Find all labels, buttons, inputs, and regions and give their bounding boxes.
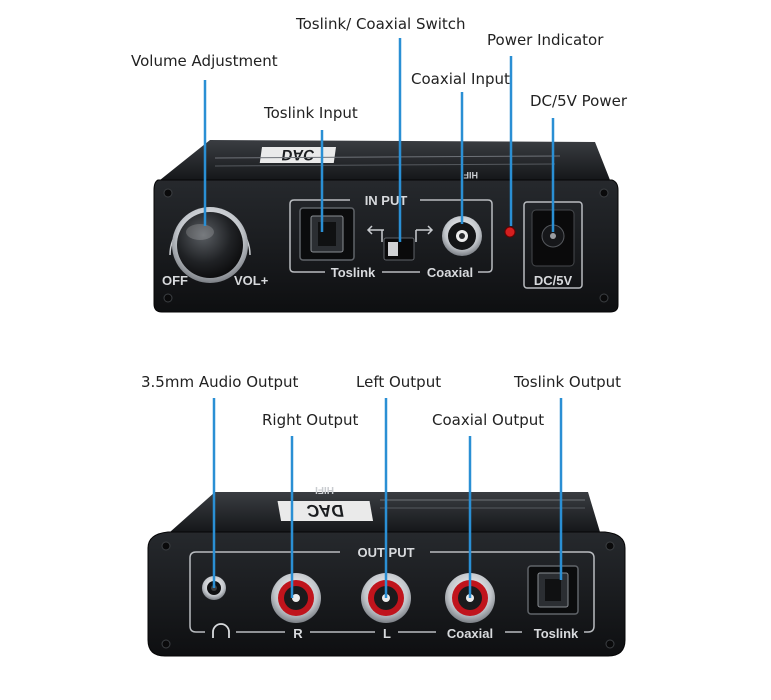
volume-knob[interactable] bbox=[169, 207, 251, 283]
callout-lines bbox=[203, 38, 563, 598]
input-coaxial-label: Coaxial bbox=[427, 265, 473, 280]
right-output-label: R bbox=[293, 626, 303, 641]
input-panel: IN PUT Toslink Coaxial bbox=[289, 193, 493, 280]
front-unit: DAC HIFI OFF VOL+ IN PUT Toslink Coaxial bbox=[153, 140, 619, 313]
back-hifi-text: HIFI bbox=[315, 484, 334, 495]
front-brand-text: DAC bbox=[281, 146, 316, 163]
dc-label: DC/5V bbox=[534, 273, 573, 288]
input-toslink-label: Toslink bbox=[331, 265, 376, 280]
toslink-input-label: Toslink Input bbox=[264, 104, 358, 122]
toslink-output-label: Toslink bbox=[534, 626, 579, 641]
dc-power-jack[interactable]: DC/5V bbox=[523, 201, 583, 289]
toslink-output-callout-label: Toslink Output bbox=[514, 373, 622, 391]
switch-label: Toslink/ Coaxial Switch bbox=[296, 15, 466, 33]
coaxial-input-port[interactable] bbox=[442, 216, 482, 256]
front-off-label: OFF bbox=[162, 273, 188, 288]
headphone-icon bbox=[212, 623, 230, 638]
coaxial-input-label: Coaxial Input bbox=[411, 70, 510, 88]
power-led bbox=[504, 226, 516, 238]
toslink-input-port[interactable] bbox=[299, 207, 355, 261]
back-brand-text: DAC bbox=[305, 501, 345, 521]
front-brand-plate: DAC bbox=[259, 146, 336, 163]
front-hifi-text: HIFI bbox=[461, 170, 478, 180]
switch-arrows-icon bbox=[366, 225, 434, 242]
input-panel-title: IN PUT bbox=[365, 193, 408, 208]
right-output-port[interactable] bbox=[271, 573, 321, 623]
right-output-callout-label: Right Output bbox=[262, 411, 359, 429]
left-output-callout-label: Left Output bbox=[356, 373, 442, 391]
output-panel bbox=[189, 551, 595, 633]
front-volplus-label: VOL+ bbox=[234, 273, 269, 288]
audio-35mm-label: 3.5mm Audio Output bbox=[141, 373, 299, 391]
power-indicator-label: Power Indicator bbox=[487, 31, 604, 49]
back-brand-plate: DAC bbox=[277, 501, 374, 521]
toslink-output-port[interactable] bbox=[527, 565, 579, 615]
left-output-label: L bbox=[383, 626, 391, 641]
coaxial-output-label: Coaxial bbox=[447, 626, 493, 641]
volume-adjustment-label: Volume Adjustment bbox=[131, 52, 278, 70]
coaxial-output-callout-label: Coaxial Output bbox=[432, 411, 545, 429]
dc-power-label: DC/5V Power bbox=[530, 92, 628, 110]
